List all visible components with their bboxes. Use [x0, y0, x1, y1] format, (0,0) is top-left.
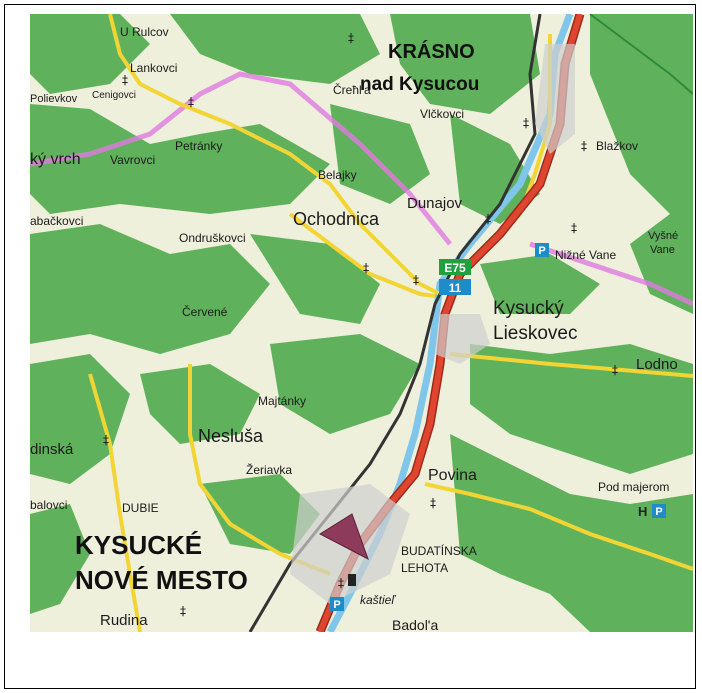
label-cenigovci: Cenigovci — [92, 90, 136, 101]
label-crehla: Čreħl'a — [333, 82, 371, 97]
svg-text:H: H — [638, 504, 647, 519]
svg-text:‡: ‡ — [338, 576, 344, 590]
svg-text:P: P — [538, 245, 545, 257]
label-u-rulcov: U Rulcov — [120, 25, 169, 39]
label-lehota: LEHOTA — [401, 561, 448, 575]
label-kastiel: kaštieľ — [360, 593, 396, 607]
svg-text:‡: ‡ — [122, 73, 128, 87]
border-lines — [30, 14, 693, 307]
svg-text:‡: ‡ — [363, 261, 369, 275]
svg-text:‡: ‡ — [581, 139, 587, 153]
label-badola: Badol'a — [392, 617, 438, 632]
svg-text:‡: ‡ — [413, 273, 419, 287]
location-pointer-icon[interactable] — [318, 513, 369, 561]
svg-text:‡: ‡ — [523, 116, 529, 130]
label-vysne: Vyšné — [648, 230, 678, 242]
label-rudina: Rudina — [100, 612, 148, 629]
label-kysucke: KYSUCKÉ — [75, 530, 202, 560]
label-vlckovci: Vlčkovci — [420, 107, 464, 121]
map-frame: E75 11 P P P H ‡ — [4, 4, 696, 689]
svg-text:‡: ‡ — [180, 604, 186, 618]
forest-areas — [30, 14, 693, 632]
label-lieskovec: Lieskovec — [493, 323, 578, 344]
parking-icon: P — [330, 597, 344, 611]
label-budatinska: BUDATÍNSKA — [401, 543, 477, 558]
label-petranky: Petránky — [175, 139, 222, 153]
label-lankovci: Lankovci — [130, 61, 177, 75]
svg-text:P: P — [333, 599, 340, 611]
label-krasno: KRÁSNO — [388, 40, 475, 63]
label-balovci: balovci — [30, 498, 67, 512]
parking-icon: P — [652, 504, 666, 518]
svg-text:E75: E75 — [444, 261, 466, 275]
svg-text:‡: ‡ — [348, 31, 354, 45]
hotel-icon: H — [638, 504, 647, 519]
parking-icon: P — [535, 243, 549, 257]
label-nizne-vane: Nižné Vane — [555, 248, 616, 262]
label-dunajov: Dunajov — [407, 195, 463, 212]
label-lodno: Lodno — [636, 356, 678, 373]
svg-text:‡: ‡ — [188, 95, 194, 109]
label-polievkov: Polievkov — [30, 93, 78, 105]
label-vrch: ký vrch — [30, 151, 81, 168]
label-nove-mesto: NOVÉ MESTO — [75, 565, 248, 595]
label-zeriavka: Žeriavka — [246, 462, 292, 477]
svg-text:‡: ‡ — [430, 496, 436, 510]
label-dinska: dinská — [30, 441, 74, 458]
label-dubie: DUBIE — [122, 501, 159, 515]
svg-text:11: 11 — [449, 281, 462, 295]
svg-text:P: P — [655, 506, 662, 518]
label-neslusa: Nesluša — [198, 426, 264, 446]
road-badge-e75: E75 — [439, 259, 471, 275]
label-belajky: Belajky — [318, 168, 357, 182]
label-majtanky: Majtánky — [258, 394, 306, 408]
label-ondruskovci: Ondruškovci — [179, 231, 246, 245]
label-povina: Povina — [428, 467, 477, 484]
road-badge-11: 11 — [439, 279, 471, 295]
svg-text:‡: ‡ — [612, 363, 618, 377]
label-cervene: Červené — [182, 304, 228, 319]
map-view[interactable]: E75 11 P P P H ‡ — [30, 14, 693, 632]
svg-text:‡: ‡ — [103, 433, 109, 447]
castle-icon — [348, 574, 356, 586]
church-icon: ‡ ‡ ‡ ‡ ‡ ‡ ‡ ‡ ‡ ‡ ‡ ‡ ‡ ‡ — [103, 31, 618, 618]
label-abackovci: abačkovci — [30, 214, 83, 228]
town-areas — [290, 44, 575, 604]
svg-text:‡: ‡ — [571, 221, 577, 235]
svg-text:‡: ‡ — [485, 212, 491, 226]
label-vavrovci: Vavrovci — [110, 153, 155, 167]
label-nad-kysucou: nad Kysucou — [360, 74, 479, 95]
label-kysucky: Kysucký — [493, 298, 564, 319]
label-pod-majerom: Pod majerom — [598, 480, 669, 494]
label-ochodnica: Ochodnica — [293, 209, 380, 229]
label-vane: Vane — [650, 244, 675, 256]
label-blazkov: Blažkov — [596, 139, 638, 153]
